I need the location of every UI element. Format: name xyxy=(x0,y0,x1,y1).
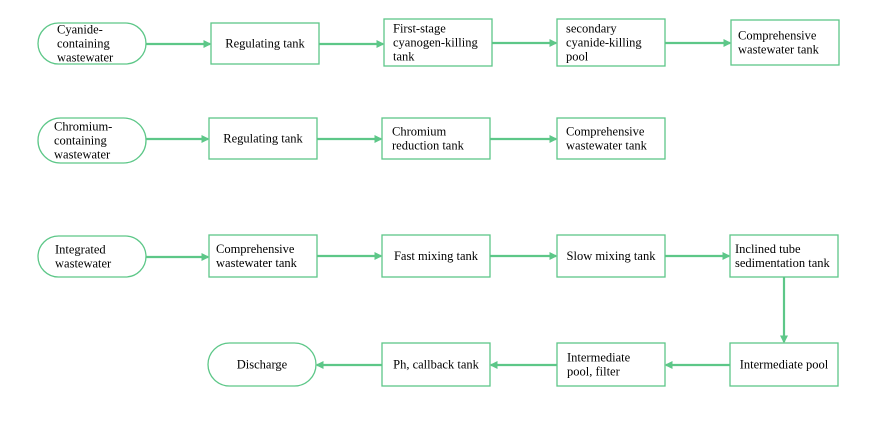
process-box xyxy=(556,234,666,278)
node-label-line: Comprehensive xyxy=(566,125,645,139)
process-box xyxy=(208,234,318,278)
node-label-line: wastewater xyxy=(54,148,111,162)
process-box xyxy=(381,234,491,278)
node-label-line: Comprehensive xyxy=(738,29,817,43)
node-label-line: pool xyxy=(566,50,589,64)
node-label-line: Discharge xyxy=(237,358,288,372)
node-cy-reg: Regulating tank xyxy=(210,22,320,65)
node-label-line: cyanogen-killing xyxy=(393,36,478,50)
node-label-line: Inclined tube xyxy=(735,242,801,256)
node-label-line: Chromium xyxy=(392,125,446,139)
process-box xyxy=(556,342,666,387)
node-label-line: secondary xyxy=(566,22,617,36)
node-label-line: Fast mixing tank xyxy=(394,249,479,263)
node-label-line: wastewater tank xyxy=(216,256,298,270)
process-box xyxy=(556,117,666,160)
process-box xyxy=(730,19,840,66)
node-label-line: wastewater tank xyxy=(566,139,648,153)
node-label-line: Chromium- xyxy=(54,120,112,134)
node-label-line: First-stage xyxy=(393,22,446,36)
process-box xyxy=(381,342,491,387)
node-label-line: Cyanide- xyxy=(57,23,103,37)
node-label-line: Regulating tank xyxy=(223,132,303,146)
terminal-shape xyxy=(37,117,147,164)
process-box xyxy=(210,22,320,65)
process-box xyxy=(383,18,493,67)
process-box xyxy=(729,234,839,278)
node-in-pool: Intermediate pool xyxy=(729,342,839,387)
process-box xyxy=(556,18,666,67)
node-label-line: Regulating tank xyxy=(225,37,305,51)
node-label-line: reduction tank xyxy=(392,139,465,153)
node-label-line: Slow mixing tank xyxy=(567,249,657,263)
process-box xyxy=(381,117,491,160)
node-label-line: Integrated xyxy=(55,243,106,257)
node-cr-reg: Regulating tank xyxy=(208,117,318,160)
node-in-ph: Ph, callback tank xyxy=(381,342,491,387)
terminal-shape xyxy=(37,22,147,65)
flow-arrows xyxy=(146,39,788,369)
node-label-line: wastewater xyxy=(57,51,114,65)
terminal-shape xyxy=(37,235,147,278)
node-label-line: tank xyxy=(393,50,415,64)
node-label-line: wastewater xyxy=(55,257,112,271)
node-in-fast: Fast mixing tank xyxy=(381,234,491,278)
process-box xyxy=(729,342,839,387)
node-label-line: cyanide-killing xyxy=(566,36,642,50)
node-label-line: sedimentation tank xyxy=(735,256,831,270)
node-label-line: Ph, callback tank xyxy=(393,358,479,372)
node-label-line: Intermediate xyxy=(567,351,631,365)
node-in-slow: Slow mixing tank xyxy=(556,234,666,278)
node-label-line: containing xyxy=(54,134,108,148)
process-box xyxy=(208,117,318,160)
terminal-shape xyxy=(207,342,317,387)
node-in-dis: Discharge xyxy=(207,342,317,387)
node-label-line: Comprehensive xyxy=(216,242,295,256)
node-label-line: Intermediate pool xyxy=(740,358,829,372)
node-label-line: pool, filter xyxy=(567,365,621,379)
node-label-line: containing xyxy=(57,37,111,51)
node-label-line: wastewater tank xyxy=(738,43,820,57)
